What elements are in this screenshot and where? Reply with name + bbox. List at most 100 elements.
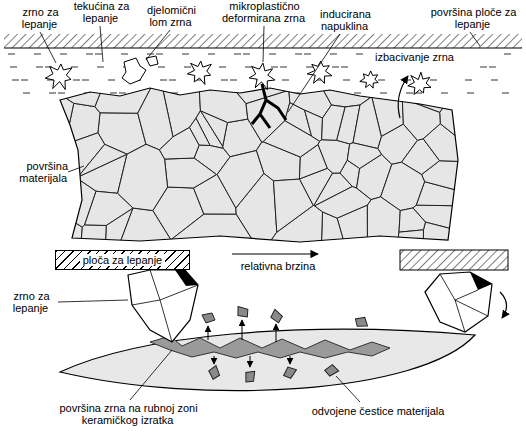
particle-arrow xyxy=(276,324,277,342)
ejection-arrow xyxy=(398,76,408,118)
material-particle xyxy=(208,365,220,379)
fluid-dash xyxy=(21,80,28,81)
fractured-grain xyxy=(122,58,146,84)
fluid-dash xyxy=(121,54,128,55)
fluid-dash xyxy=(504,54,511,55)
fluid-dash xyxy=(304,54,311,55)
label-text: izbacivanje zrna xyxy=(374,51,455,63)
fluid-dash xyxy=(245,67,252,68)
fluid-dash xyxy=(378,80,385,81)
leader-line xyxy=(40,32,56,63)
material-grain xyxy=(353,97,381,149)
callout-label: površina materijala xyxy=(4,160,68,184)
fluid-dash xyxy=(480,67,487,68)
material-particle xyxy=(268,308,284,324)
label-text: mikroplastično deformirana zrna xyxy=(222,0,306,24)
fluid-dash xyxy=(182,54,189,55)
fluid-dash xyxy=(158,67,165,68)
material-grain xyxy=(171,214,258,248)
material-grain xyxy=(399,208,425,232)
fluid-dash xyxy=(380,93,387,94)
fluid-dash xyxy=(330,54,337,55)
label-text: relativna brzina xyxy=(240,260,317,272)
material-grain xyxy=(118,144,168,210)
fluid-dash xyxy=(282,80,289,81)
particle-arrow xyxy=(214,356,215,364)
fluid-dash xyxy=(36,67,43,68)
particle-arrow xyxy=(242,320,243,340)
lapping-grain xyxy=(187,61,211,84)
fluid-dash xyxy=(280,67,287,68)
label-text: djelomični lom zrna xyxy=(146,4,196,28)
label-text: površina ploče za lepanje xyxy=(430,6,517,30)
material-particle xyxy=(282,364,298,380)
callout-label: djelomični lom zrna xyxy=(136,4,206,28)
lapping-grain xyxy=(425,272,492,332)
fluid-dash xyxy=(34,54,41,55)
material-grain xyxy=(321,212,345,248)
fluid-dash xyxy=(60,54,67,55)
fluid-dash xyxy=(230,80,237,81)
callout-label: zrno za lepanje xyxy=(4,290,58,314)
velocity-arrow xyxy=(232,253,318,254)
fluid-dash xyxy=(156,54,163,55)
fluid-dash xyxy=(234,54,241,55)
fluid-dash xyxy=(58,93,65,94)
leader-line xyxy=(100,26,103,62)
material-grain xyxy=(50,228,66,248)
fluid-dash xyxy=(295,54,302,55)
crack-zone xyxy=(150,336,390,358)
fluid-dash xyxy=(86,54,93,55)
fluid-dash xyxy=(169,80,176,81)
leader-line xyxy=(288,34,340,112)
particle-arrow xyxy=(250,356,251,367)
fluid-dash xyxy=(467,93,474,94)
fluid-dash xyxy=(12,80,19,81)
particle-arrow xyxy=(290,356,291,364)
callout-label: izbacivanje zrna xyxy=(374,51,474,63)
fluid-dash xyxy=(271,67,278,68)
fluid-dash xyxy=(406,93,413,94)
fluid-dash xyxy=(97,67,104,68)
lapping-grain xyxy=(128,270,198,342)
leader-line xyxy=(58,300,128,302)
callout-label: odvojene čestice materijala xyxy=(290,405,466,417)
lapping-grain xyxy=(45,64,72,90)
induced-crack xyxy=(252,84,286,128)
fluid-dash xyxy=(441,93,448,94)
material-grain xyxy=(81,225,107,248)
material-particle xyxy=(234,305,250,320)
label-text: odvojene čestice materijala xyxy=(311,405,446,417)
label-text: zrno za lepanje xyxy=(21,6,58,30)
plate-label: ploča za lepanje xyxy=(80,254,166,266)
material-particle xyxy=(354,316,368,328)
label-text: zrno za lepanje xyxy=(12,290,49,314)
fluid-dash xyxy=(489,67,496,68)
fluid-dash xyxy=(184,67,191,68)
material-grain xyxy=(118,208,172,248)
material-grain xyxy=(50,207,62,240)
callout-label: tekućina za lepanje xyxy=(70,0,132,24)
material-grains xyxy=(50,80,465,248)
fluid-dash xyxy=(73,80,80,81)
leader-line xyxy=(263,26,264,62)
fluid-dash xyxy=(465,80,472,81)
lapping-grain xyxy=(408,72,431,94)
fluid-dash xyxy=(356,54,363,55)
material-grain xyxy=(347,143,381,169)
leader-line xyxy=(146,30,170,60)
fluid-dash xyxy=(208,54,215,55)
material-particle xyxy=(324,363,339,377)
fluid-dash xyxy=(108,80,115,81)
fluid-dash xyxy=(95,54,102,55)
fluid-dash xyxy=(219,67,226,68)
material-grain xyxy=(367,197,400,248)
grain-facet xyxy=(470,272,492,290)
callout-label: inducirana napuklina xyxy=(310,8,380,32)
fluid-dash xyxy=(160,80,167,81)
fluid-dash xyxy=(49,93,56,94)
callout-label: površina ploče za lepanje xyxy=(426,6,520,30)
label-text: površina materijala xyxy=(19,160,68,184)
